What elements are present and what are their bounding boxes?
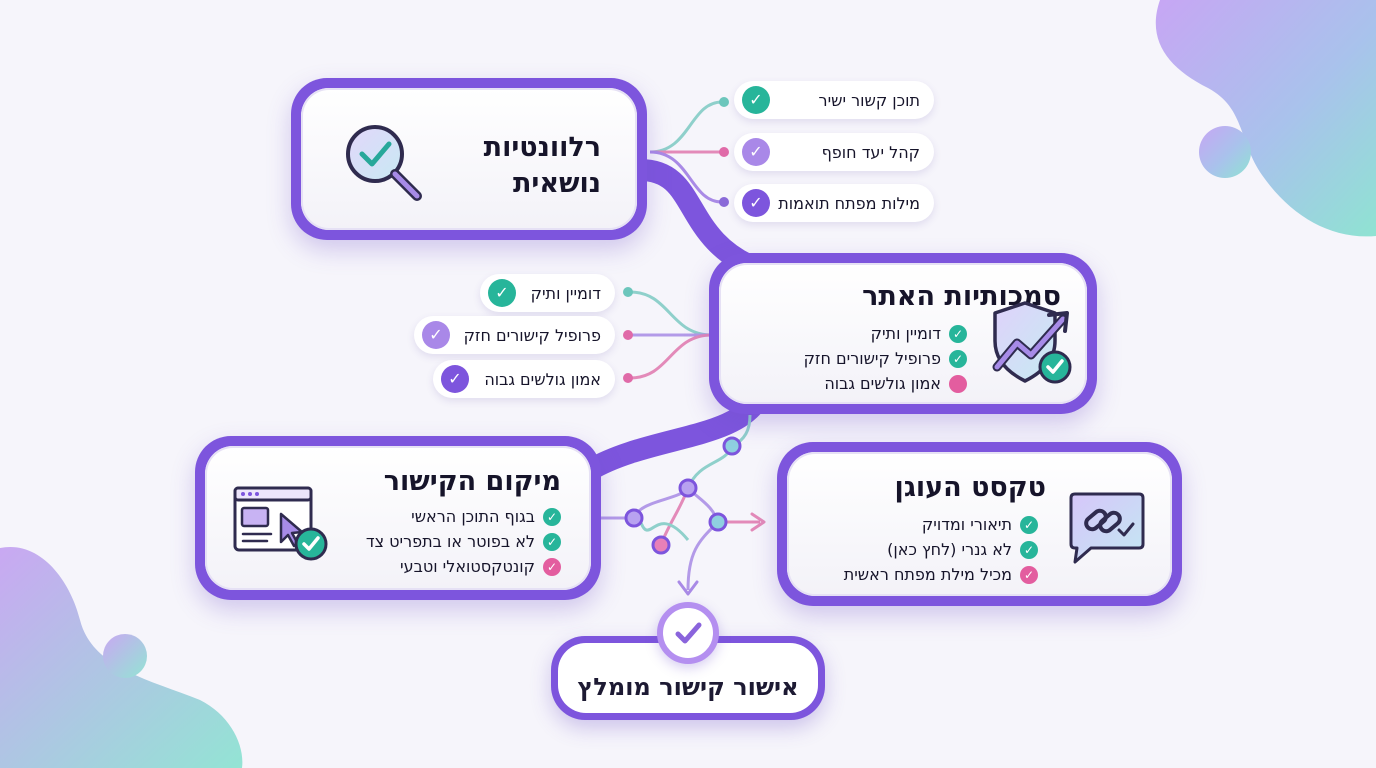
pill-label: פרופיל קישורים חזק [463, 325, 601, 345]
check-icon: ✓ [1020, 565, 1038, 584]
check-icon: ✓ [949, 324, 967, 343]
check-mark [675, 622, 702, 644]
check-icon: ✓ [422, 321, 450, 349]
magnifier-check-icon [346, 125, 422, 201]
check-icon: ✓ [1020, 515, 1038, 534]
dot-icon [949, 374, 967, 393]
link-chat-icon [1069, 492, 1145, 564]
check-icon: ✓ [543, 507, 561, 526]
relevance-title-line1: רלוונטיות [483, 132, 601, 163]
anchor-item: ✓תיאורי ומדויק [844, 512, 1038, 537]
pill-label: קהל יעד חופף [821, 142, 920, 162]
relevance-branch-1: תוכן קשור ישיר ✓ [734, 81, 934, 119]
check-icon: ✓ [543, 532, 561, 551]
check-badge-icon [657, 602, 719, 664]
check-icon: ✓ [742, 189, 770, 217]
authority-branch-3: אמון גולשים גבוה ✓ [433, 360, 615, 398]
check-icon: ✓ [441, 365, 469, 393]
check-icon: ✓ [543, 557, 561, 576]
placement-item: ✓קונטקסטואלי וטבעי [366, 554, 561, 579]
check-icon: ✓ [949, 349, 967, 368]
check-icon: ✓ [488, 279, 516, 307]
anchor-item: ✓מכיל מילת מפתח ראשית [844, 562, 1038, 587]
authority-item: אמון גולשים גבוה [804, 371, 967, 396]
bubble-right [1199, 126, 1251, 178]
placement-item: ✓לא בפוטר או בתפריט צד [366, 529, 561, 554]
check-icon: ✓ [742, 86, 770, 114]
relevance-card: רלוונטיות נושאית [291, 78, 647, 240]
placement-items: ✓בגוף התוכן הראשי ✓לא בפוטר או בתפריט צד… [366, 504, 561, 579]
pill-label: מילות מפתח תואמות [778, 193, 920, 213]
relevance-branch-2: קהל יעד חופף ✓ [734, 133, 934, 171]
relevance-title: רלוונטיות נושאית [484, 130, 601, 202]
anchor-item: ✓לא גנרי (לחץ כאן) [844, 537, 1038, 562]
relevance-title-line2: נושאית [512, 168, 601, 199]
pill-label: אמון גולשים גבוה [484, 369, 601, 389]
pill-label: תוכן קשור ישיר [818, 90, 920, 110]
relevance-branch-3: מילות מפתח תואמות ✓ [734, 184, 934, 222]
authority-item: ✓פרופיל קישורים חזק [804, 346, 967, 371]
placement-title: מיקום הקישור [383, 466, 561, 497]
anchor-items: ✓תיאורי ומדויק ✓לא גנרי (לחץ כאן) ✓מכיל … [844, 512, 1038, 587]
anchor-card: טקסט העוגן ✓תיאורי ומדויק ✓לא גנרי (לחץ … [777, 442, 1182, 606]
authority-items: ✓דומיין ותיק ✓פרופיל קישורים חזק אמון גו… [804, 321, 967, 396]
anchor-title: טקסט העוגן [894, 472, 1046, 503]
authority-card: סמכותיות האתר ✓דומיין ותיק ✓פרופיל קישור… [709, 253, 1097, 414]
result-box: אישור קישור מומלץ [551, 636, 825, 720]
authority-item: ✓דומיין ותיק [804, 321, 967, 346]
placement-card: מיקום הקישור ✓בגוף התוכן הראשי ✓לא בפוטר… [195, 436, 601, 600]
browser-cursor-icon [233, 486, 328, 561]
bubble-left [103, 634, 147, 678]
check-icon: ✓ [742, 138, 770, 166]
check-icon: ✓ [1020, 540, 1038, 559]
pill-label: דומיין ותיק [530, 283, 601, 303]
blob-top-right [1155, 0, 1376, 237]
shield-growth-icon [992, 301, 1072, 384]
blob-bottom-left [0, 546, 243, 768]
authority-branch-1: דומיין ותיק ✓ [480, 274, 615, 312]
placement-item: ✓בגוף התוכן הראשי [366, 504, 561, 529]
authority-branch-2: פרופיל קישורים חזק ✓ [414, 316, 615, 354]
